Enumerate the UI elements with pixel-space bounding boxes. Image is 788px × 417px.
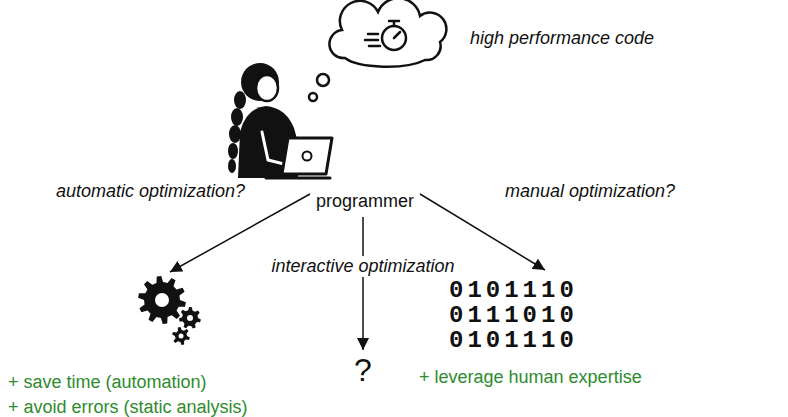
edge-label: manual optimization?: [505, 181, 675, 202]
benefit-text: + avoid errors (static analysis): [8, 395, 340, 417]
gears-icon: [138, 276, 201, 345]
benefit-text: + save time (automation): [8, 370, 340, 395]
option-group: ?: [348, 350, 378, 390]
arrow: [362, 217, 364, 350]
edge-label: automatic optimization?: [56, 181, 245, 202]
actor-label: programmer: [310, 186, 420, 217]
question-mark: ?: [354, 352, 372, 388]
thought-bubble: [309, 0, 446, 101]
gear: [138, 276, 186, 324]
gear-hole: [155, 293, 169, 307]
option-group: 0101110 0111010 0101110 + leverage human …: [415, 270, 755, 390]
stopwatch-icon: [365, 21, 406, 50]
option-group: + save time (automation)+ avoid errors (…: [4, 272, 344, 417]
programmer-icon: [228, 63, 332, 178]
thought-text: high performance code: [470, 28, 654, 49]
edge-label: interactive optimization: [267, 256, 458, 277]
actor-name: programmer: [316, 189, 414, 214]
gear-hole: [187, 315, 193, 321]
benefit-text: + leverage human expertise: [419, 365, 751, 390]
gear: [172, 327, 190, 345]
gear: [179, 307, 201, 329]
gear-hole: [179, 334, 184, 339]
binary-code: 0101110 0111010 0101110: [449, 278, 589, 353]
